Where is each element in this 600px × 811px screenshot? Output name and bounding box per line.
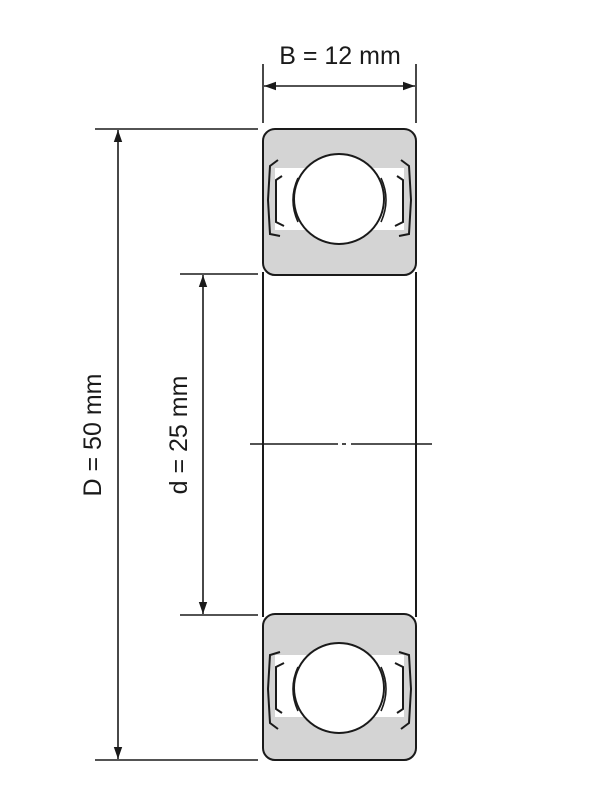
ball-top xyxy=(293,153,385,245)
bearing-section-top xyxy=(262,128,417,276)
seal-left-bottom xyxy=(266,651,285,730)
width-dimension: B = 12 mm xyxy=(262,42,417,123)
bearing-section-bottom xyxy=(262,613,417,761)
seal-left-top xyxy=(266,159,285,237)
inner-diameter-label: d = 25 mm xyxy=(165,376,193,495)
seal-right-bottom xyxy=(394,651,413,730)
ball-bottom xyxy=(293,642,385,734)
outer-diameter-label: D = 50 mm xyxy=(79,374,107,497)
outer-diameter-dimension: D = 50 mm xyxy=(79,128,258,761)
width-label: B = 12 mm xyxy=(279,42,401,70)
seal-right-top xyxy=(394,159,413,237)
inner-diameter-dimension: d = 25 mm xyxy=(165,273,258,616)
